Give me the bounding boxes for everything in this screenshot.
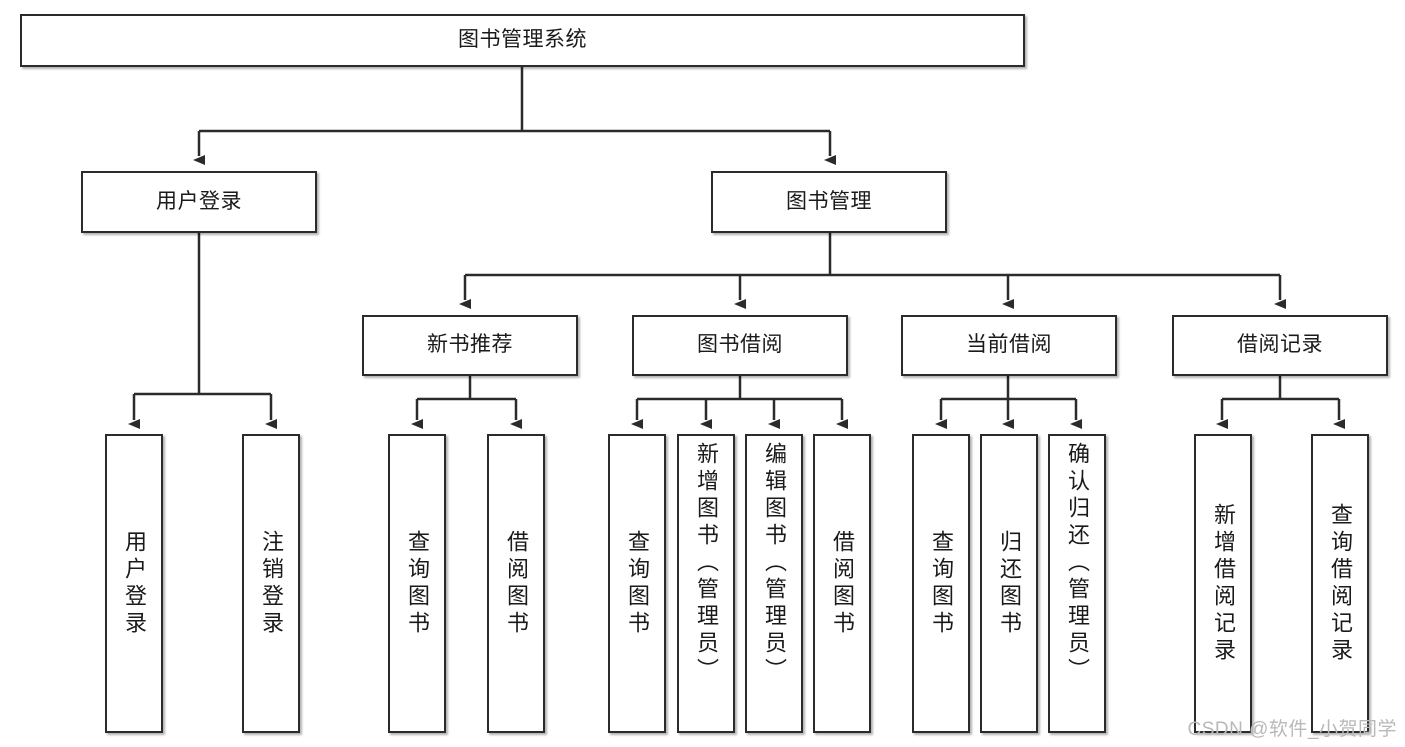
leaf-recommend-query-book[interactable]: 查询图书: [388, 434, 446, 733]
node-new-book-recommend[interactable]: 新书推荐: [362, 315, 578, 376]
node-current-borrow-label: 当前借阅: [966, 333, 1052, 357]
leaf-borrow-query-book[interactable]: 查询图书: [608, 434, 666, 733]
node-borrow-record[interactable]: 借阅记录: [1172, 315, 1388, 376]
leaf-current-query-book[interactable]: 查询图书: [912, 434, 970, 733]
leaf-borrow-add-book-admin[interactable]: 新增图书（管理员）: [677, 434, 735, 733]
node-book-borrow[interactable]: 图书借阅: [632, 315, 848, 376]
node-current-borrow[interactable]: 当前借阅: [901, 315, 1117, 376]
node-user-login[interactable]: 用户登录: [81, 171, 317, 233]
node-book-management-label: 图书管理: [786, 189, 872, 213]
leaf-current-query-book-label: 查询图书: [928, 529, 954, 638]
leaf-recommend-query-book-label: 查询图书: [404, 529, 430, 638]
leaf-record-add-record-label: 新增借阅记录: [1210, 502, 1236, 665]
node-book-management[interactable]: 图书管理: [711, 171, 947, 233]
leaf-current-return-book-label: 归还图书: [996, 529, 1022, 638]
node-book-borrow-label: 图书借阅: [697, 333, 783, 357]
node-root[interactable]: 图书管理系统: [20, 14, 1025, 67]
node-user-login-label: 用户登录: [156, 189, 242, 213]
leaf-current-return-book[interactable]: 归还图书: [980, 434, 1038, 733]
leaf-user-login-logout[interactable]: 注销登录: [242, 434, 300, 733]
leaf-borrow-query-book-label: 查询图书: [624, 529, 650, 638]
leaf-borrow-add-book-admin-label: 新增图书（管理员）: [693, 442, 719, 685]
leaf-recommend-borrow-book-label: 借阅图书: [503, 529, 529, 638]
leaf-record-query-record[interactable]: 查询借阅记录: [1311, 434, 1369, 733]
leaf-recommend-borrow-book[interactable]: 借阅图书: [487, 434, 545, 733]
node-borrow-record-label: 借阅记录: [1237, 333, 1323, 357]
leaf-borrow-borrow-book[interactable]: 借阅图书: [813, 434, 871, 733]
leaf-user-login-logout-label: 注销登录: [258, 529, 284, 638]
leaf-user-login-login-label: 用户登录: [121, 529, 147, 638]
leaf-record-add-record[interactable]: 新增借阅记录: [1194, 434, 1252, 733]
watermark: CSDN @软件_小贺同学: [1187, 719, 1397, 740]
leaf-user-login-login[interactable]: 用户登录: [105, 434, 163, 733]
leaf-borrow-borrow-book-label: 借阅图书: [829, 529, 855, 638]
leaf-current-confirm-return-admin-label: 确认归还（管理员）: [1064, 442, 1090, 685]
node-root-label: 图书管理系统: [458, 28, 587, 52]
leaf-borrow-edit-book-admin[interactable]: 编辑图书（管理员）: [745, 434, 803, 733]
leaf-record-query-record-label: 查询借阅记录: [1327, 502, 1353, 665]
leaf-current-confirm-return-admin[interactable]: 确认归还（管理员）: [1048, 434, 1106, 733]
node-new-book-recommend-label: 新书推荐: [427, 333, 513, 357]
leaf-borrow-edit-book-admin-label: 编辑图书（管理员）: [761, 442, 787, 685]
